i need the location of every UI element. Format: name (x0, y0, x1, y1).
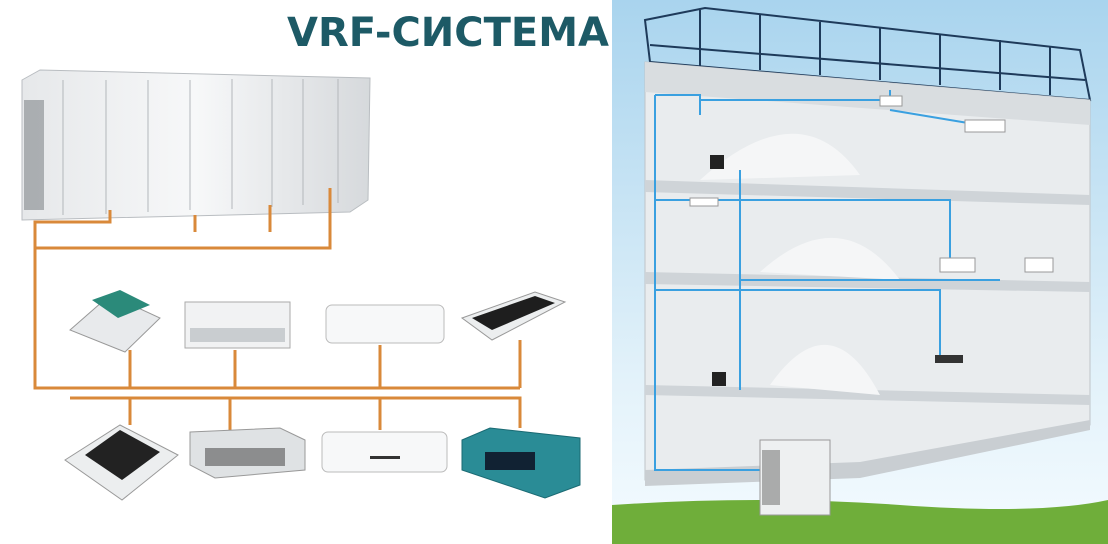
indoor-unit-four-way-cassette (69, 290, 161, 353)
indoor-unit-one-way-cassette (460, 291, 567, 341)
building-illustration (612, 0, 1108, 544)
outdoor-unit-array (21, 69, 371, 221)
indoor-unit-four-way-cassette-2 (64, 424, 179, 501)
indoor-unit-wall-split-2 (321, 431, 448, 473)
refrigerant-pipes (33, 188, 522, 430)
indoor-unit-ducted (189, 427, 306, 479)
page-title: VRF-СИСТЕМА (287, 10, 610, 56)
indoor-unit-wall-split (325, 304, 445, 344)
indoor-unit-high-static-ducted (461, 427, 581, 499)
indoor-unit-floor-ceiling (184, 301, 291, 349)
